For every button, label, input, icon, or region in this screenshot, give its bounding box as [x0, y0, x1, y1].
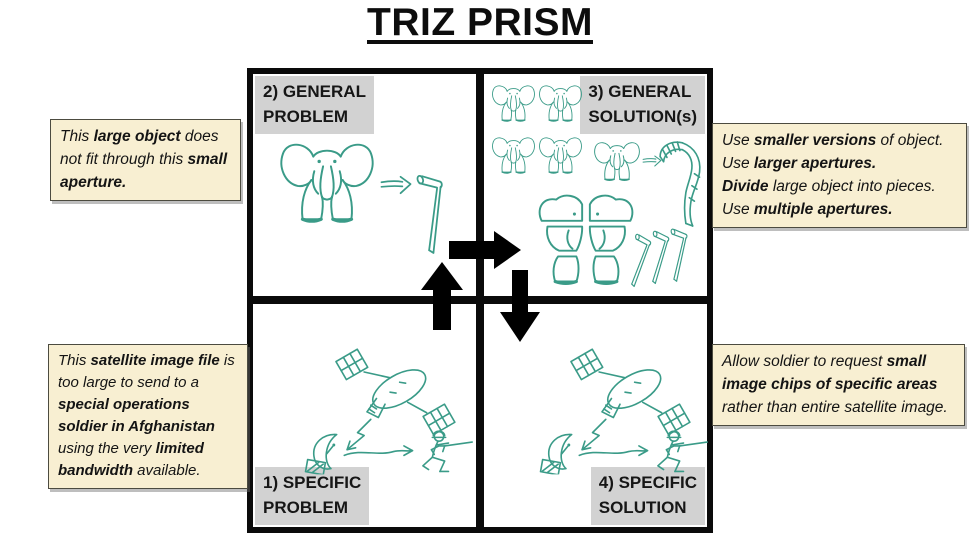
elephant-icon: [593, 141, 641, 182]
label-specific-problem: 1) SPECIFIC PROBLEM: [255, 467, 370, 525]
sketch-arrow-icon: [380, 175, 412, 195]
up-arrow-icon: [421, 262, 463, 330]
small-aperture-icon: [415, 174, 443, 254]
specific-problem-sketch: [295, 340, 475, 476]
general-problem-sketch: [279, 143, 443, 254]
satellite-scene-icon: [541, 349, 708, 475]
right-arrow-icon: [449, 231, 521, 269]
label-general-solution: 3) GENERAL SOLUTION(s): [580, 76, 705, 134]
elephant-icon: [279, 143, 375, 223]
quadrant-grid: 2) GENERAL PROBLEM 3) GENERAL SOLUTION(s…: [247, 68, 713, 533]
specific-solution-sketch: [530, 340, 710, 476]
divided-elephant-icon: [537, 194, 635, 286]
small-elephant-icon: [491, 136, 536, 174]
aperture-tube-icon: [643, 229, 671, 286]
aperture-tube-icon: [664, 227, 689, 283]
note-specific-solution: Allow soldier to request small image chi…: [712, 344, 965, 426]
note-general-problem: This large object does not fit through t…: [50, 119, 241, 201]
small-elephant-icon: [538, 84, 583, 122]
sketch-arrow-icon: [642, 155, 662, 167]
small-elephant-icon: [538, 136, 583, 174]
label-specific-solution: 4) SPECIFIC SOLUTION: [590, 467, 705, 525]
large-aperture-icon: [659, 141, 701, 227]
satellite-scene-icon: [306, 349, 473, 475]
small-elephant-icon: [491, 84, 536, 122]
note-general-solution: Use smaller versions of object.Use large…: [712, 123, 967, 228]
page-title: TRIZ PRISM: [367, 1, 593, 44]
label-general-problem: 2) GENERAL PROBLEM: [255, 76, 374, 134]
horizontal-divider: [253, 296, 707, 304]
aperture-tube-icon: [622, 232, 653, 289]
down-arrow-icon: [500, 270, 540, 342]
note-specific-problem: This satellite image file is too large t…: [48, 344, 248, 489]
